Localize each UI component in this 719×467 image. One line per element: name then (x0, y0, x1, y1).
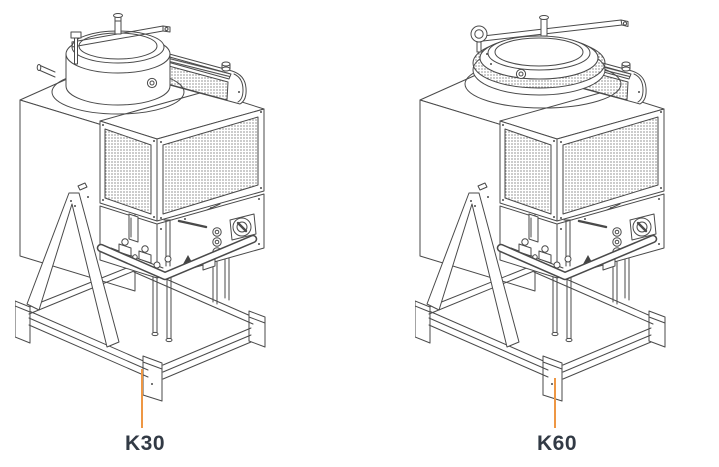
machine-drawing-k30 (15, 13, 275, 408)
machine-line-art (15, 52, 265, 401)
figure-label-k30: K30 (124, 432, 166, 455)
machine-drawing-k60 (415, 15, 675, 408)
figure-label-k60: K60 (536, 432, 578, 455)
machine-line-art (415, 52, 665, 401)
leader-line-k60 (554, 378, 556, 428)
leader-line-k30 (141, 369, 143, 428)
